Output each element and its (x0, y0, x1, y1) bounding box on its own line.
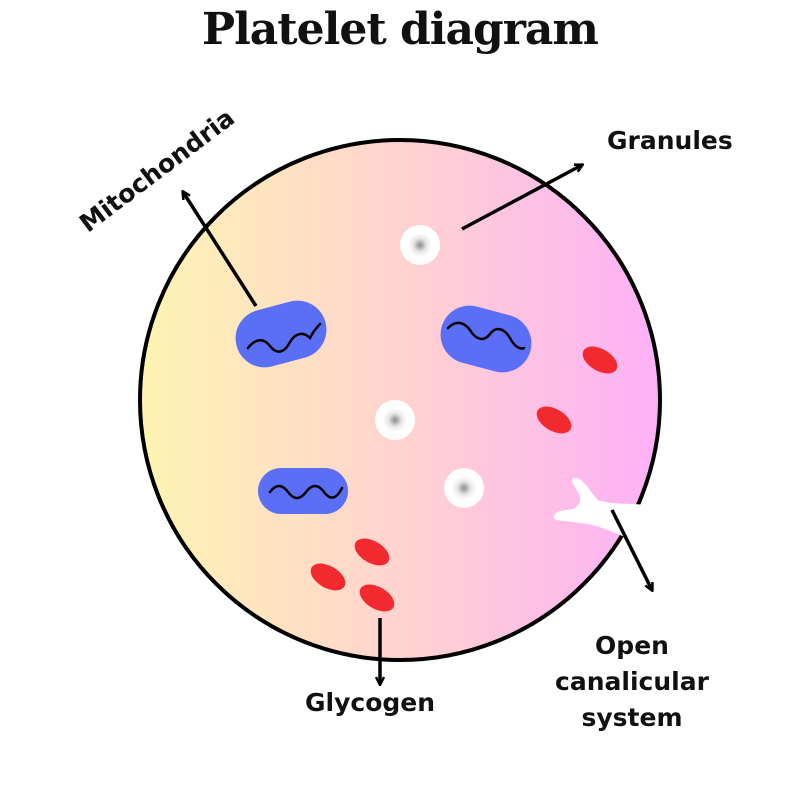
glycogen-particle (582, 346, 618, 374)
glycogen-particle (536, 406, 572, 434)
granule (444, 468, 484, 508)
mitochondrion (258, 468, 348, 514)
ocs-label-line: Open (595, 631, 669, 660)
page-title: Platelet diagram (202, 4, 599, 55)
platelet-cell (138, 138, 662, 662)
granules-label: Granules (607, 126, 733, 155)
glycogen-particle (359, 584, 395, 612)
mitochondria-arrow (183, 192, 258, 307)
glycogen-particle (354, 538, 390, 566)
mitochondrion (235, 300, 327, 368)
ocs-label: Open canalicular system (548, 628, 716, 736)
ocs-label-line: system (581, 703, 683, 732)
granule (400, 225, 440, 265)
granules-arrow (461, 165, 582, 231)
granule (375, 400, 415, 440)
ocs-label-line: canalicular (555, 667, 709, 696)
mitochondrion (440, 305, 532, 373)
ocs-arrow (610, 509, 652, 590)
glycogen-particle (310, 563, 346, 591)
glycogen-label: Glycogen (305, 688, 436, 717)
